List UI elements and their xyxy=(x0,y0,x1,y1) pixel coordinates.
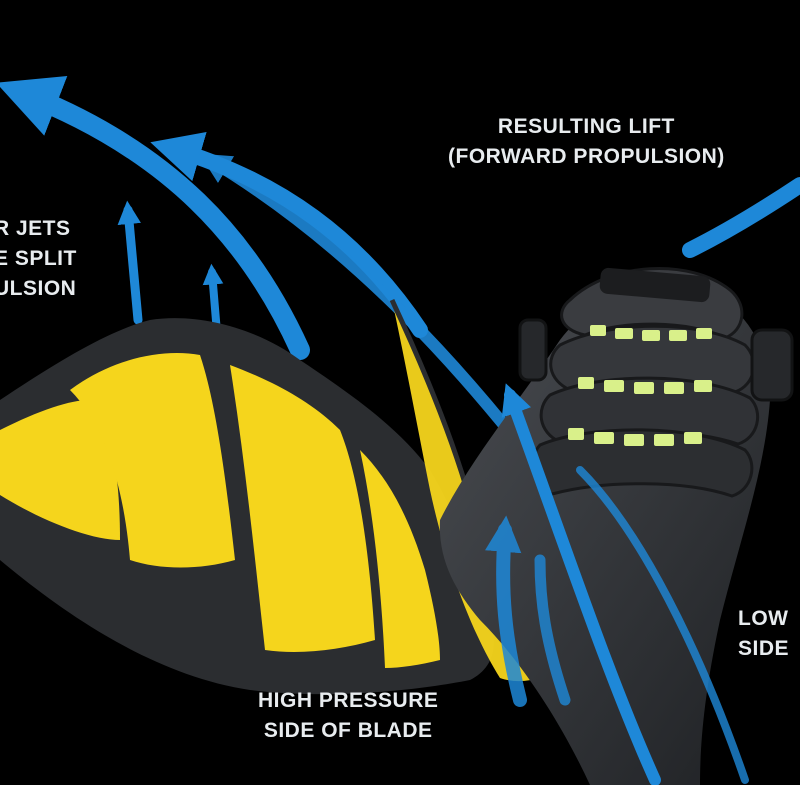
label-line: SIDE xyxy=(738,634,789,664)
jets-label: R JETS E SPLIT ULSION xyxy=(0,214,77,304)
jet-arrow xyxy=(128,210,138,320)
label-line: HIGH PRESSURE xyxy=(258,686,438,716)
label-line: R JETS xyxy=(0,214,77,244)
label-line: E SPLIT xyxy=(0,244,77,274)
high-pressure-label: HIGH PRESSURE SIDE OF BLADE xyxy=(258,686,438,746)
side-buckle xyxy=(752,330,792,400)
lift-arrow xyxy=(690,185,800,250)
label-line: LOW xyxy=(738,604,789,634)
label-line: RESULTING LIFT xyxy=(448,112,725,142)
label-line: (FORWARD PROPULSION) xyxy=(448,142,725,172)
lift-arrow xyxy=(170,148,420,330)
resulting-lift-label: RESULTING LIFT (FORWARD PROPULSION) xyxy=(448,112,725,172)
low-pressure-label: LOW SIDE xyxy=(738,604,789,664)
label-line: SIDE OF BLADE xyxy=(258,716,438,746)
label-line: ULSION xyxy=(0,274,77,304)
